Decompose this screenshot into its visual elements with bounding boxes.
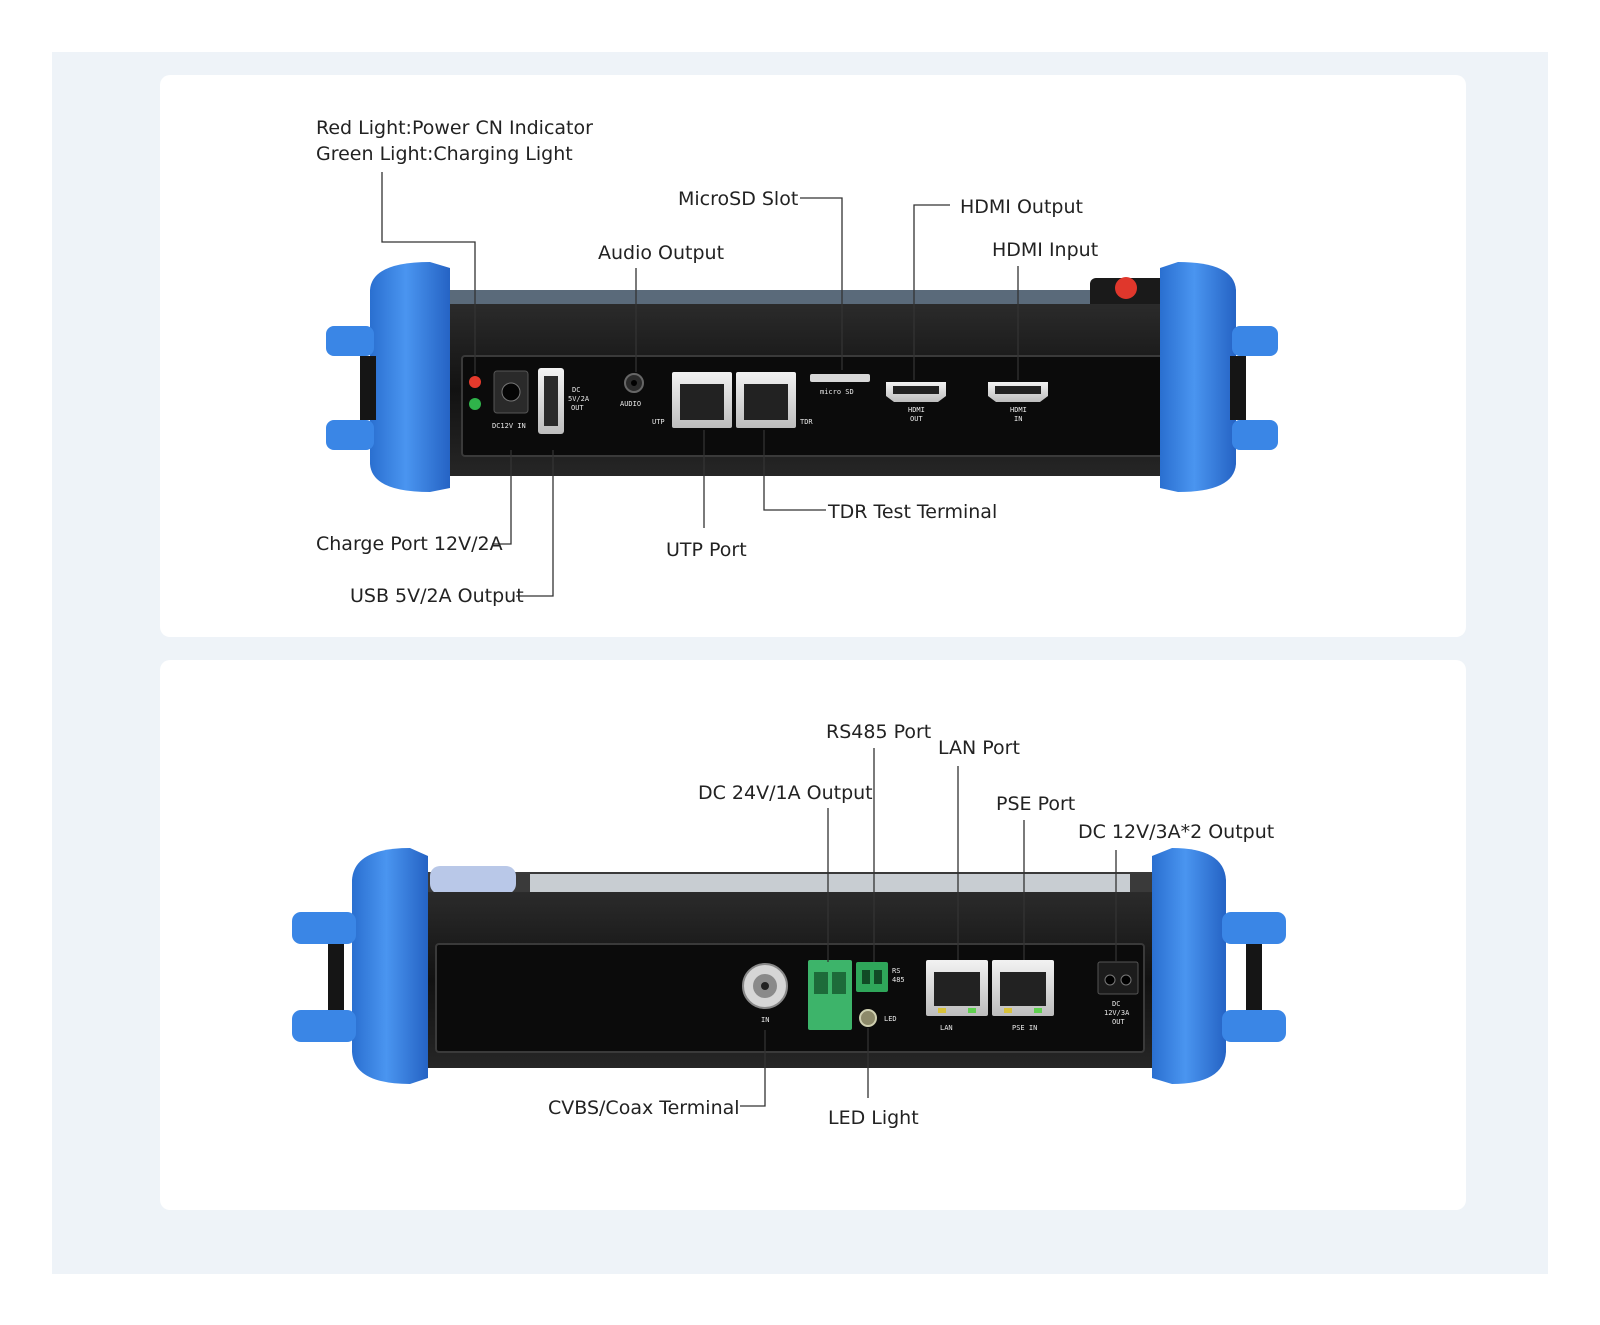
hdmi-out-slot	[893, 386, 939, 394]
usb-text-1: DC	[572, 386, 580, 394]
leader-usb	[516, 450, 554, 597]
top-right-bumper-gap	[1230, 356, 1246, 420]
leader-indicator	[381, 172, 476, 374]
top-left-bumper	[370, 262, 450, 492]
hdmi-out-text-1: HDMI	[908, 406, 925, 414]
leader-hdmi-out	[913, 204, 950, 380]
dc12v-out-text-3: OUT	[1112, 1018, 1125, 1026]
dc24v-terminal-slot-1	[814, 972, 828, 994]
rs485-text-1: RS	[892, 967, 900, 975]
top-left-bumper-tab-upper	[326, 326, 374, 356]
leader-cvbs	[740, 1030, 766, 1107]
audio-jack-hole	[631, 380, 637, 386]
top-device-port-panel	[461, 355, 1165, 457]
label-usb: USB 5V/2A Output	[350, 585, 524, 607]
lan-text: LAN	[940, 1024, 953, 1032]
usb-port-slot	[544, 376, 558, 426]
label-tdr: TDR Test Terminal	[827, 501, 997, 523]
microsd-text: micro SD	[820, 388, 854, 396]
top-right-bumper	[1160, 262, 1236, 492]
label-lan: LAN Port	[938, 737, 1020, 759]
rs485-terminal	[856, 962, 888, 992]
dc12v-in-hole	[501, 382, 521, 402]
bnc-connector-pin	[761, 982, 769, 990]
dc24v-terminal-slot-2	[832, 972, 846, 994]
bottom-left-bumper-gap	[328, 944, 344, 1010]
tdr-port-cavity	[744, 384, 788, 420]
lan-port-led-1	[938, 1008, 946, 1013]
bottom-device-keypad	[430, 866, 516, 894]
bottom-right-bumper-gap	[1246, 944, 1262, 1010]
pse-port-led-1	[1004, 1008, 1012, 1013]
green-led	[469, 398, 481, 410]
label-indicator-line2: Green Light:Charging Light	[316, 143, 573, 165]
label-charge: Charge Port 12V/2A	[316, 533, 503, 555]
top-left-bumper-gap	[360, 356, 376, 420]
pse-port-cavity	[1000, 972, 1046, 1006]
dc12v-in-text: DC12V IN	[492, 422, 526, 430]
leader-microsd	[800, 197, 843, 370]
led-light	[859, 1009, 877, 1027]
bottom-leader-lines	[740, 748, 1117, 1107]
label-indicator-line1: Red Light:Power CN Indicator	[316, 117, 593, 139]
bottom-device-screen-edge	[530, 874, 1130, 894]
label-rs485: RS485 Port	[826, 721, 931, 743]
dc12v-out-jack	[1097, 961, 1139, 995]
top-left-bumper-tab-lower	[326, 420, 374, 450]
hdmi-in-text-2: IN	[1014, 415, 1022, 423]
audio-text: AUDIO	[620, 400, 641, 408]
hdmi-in-text-1: HDMI	[1010, 406, 1027, 414]
pse-text: PSE IN	[1012, 1024, 1037, 1032]
rs485-terminal-slot-2	[874, 970, 882, 984]
top-right-bumper-tab-lower	[1232, 420, 1278, 450]
top-right-bumper-tab-upper	[1232, 326, 1278, 356]
label-audio-out: Audio Output	[598, 242, 724, 264]
dc12v-out-hole-1	[1104, 974, 1116, 986]
tdr-text: TDR	[800, 418, 813, 426]
dc12v-out-hole-2	[1120, 974, 1132, 986]
bottom-right-bumper-tab-upper	[1222, 912, 1286, 944]
bottom-right-bumper	[1152, 848, 1226, 1084]
dc12v-out-text-2: 12V/3A	[1104, 1009, 1130, 1017]
label-dc24: DC 24V/1A Output	[698, 782, 873, 804]
top-device-power-button	[1115, 277, 1137, 299]
bnc-text: IN	[761, 1016, 769, 1024]
led-text: LED	[884, 1015, 897, 1023]
label-utp: UTP Port	[666, 539, 747, 561]
hdmi-out-text-2: OUT	[910, 415, 923, 423]
leader-tdr	[763, 430, 826, 511]
label-led: LED Light	[828, 1107, 919, 1129]
bottom-left-bumper-tab-lower	[292, 1010, 356, 1042]
bottom-device: IN RS 485 LED LAN PSE IN DC 12V/3A OUT	[292, 848, 1286, 1084]
red-led	[469, 376, 481, 388]
utp-port-cavity	[680, 384, 724, 420]
dc24v-terminal	[808, 960, 852, 1030]
top-device: DC12V IN DC 5V/2A OUT AUDIO UTP TDR micr…	[326, 262, 1278, 492]
bottom-left-bumper	[352, 848, 428, 1084]
usb-text-2: 5V/2A	[568, 395, 590, 403]
microsd-slot	[810, 374, 870, 382]
usb-text-3: OUT	[571, 404, 584, 412]
label-dc12: DC 12V/3A*2 Output	[1078, 821, 1274, 843]
lan-port-cavity	[934, 972, 980, 1006]
pse-port-led-2	[1034, 1008, 1042, 1013]
rs485-terminal-slot-1	[862, 970, 870, 984]
bottom-left-bumper-tab-upper	[292, 912, 356, 944]
label-microsd: MicroSD Slot	[678, 188, 798, 210]
label-hdmi-in: HDMI Input	[992, 239, 1098, 261]
utp-text: UTP	[652, 418, 665, 426]
label-cvbs: CVBS/Coax Terminal	[548, 1097, 740, 1119]
lan-port-led-2	[968, 1008, 976, 1013]
label-hdmi-out: HDMI Output	[960, 196, 1083, 218]
hdmi-in-slot	[995, 386, 1041, 394]
top-leader-lines	[381, 172, 1019, 597]
bottom-right-bumper-tab-lower	[1222, 1010, 1286, 1042]
dc12v-out-text-1: DC	[1112, 1000, 1120, 1008]
rs485-text-2: 485	[892, 976, 905, 984]
label-pse: PSE Port	[996, 793, 1075, 815]
leader-charge	[492, 450, 512, 545]
